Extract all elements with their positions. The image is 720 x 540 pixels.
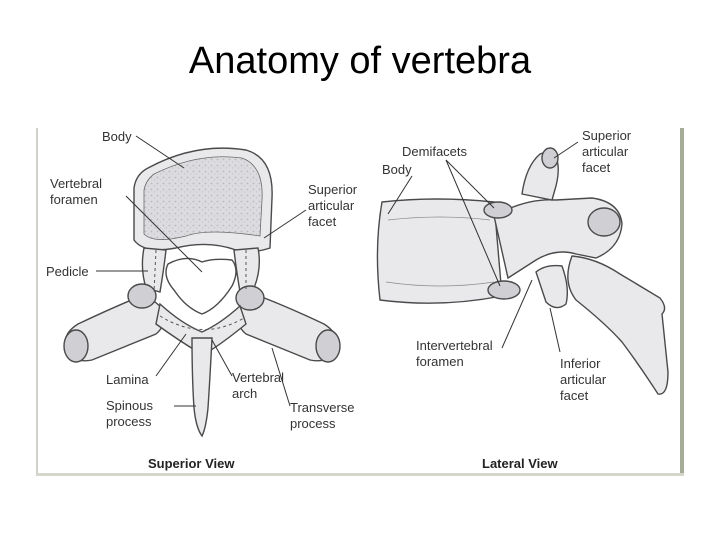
figure-edge-left: [36, 128, 38, 476]
caption-lateral-view: Lateral View: [482, 456, 559, 471]
superior-leader-lines: [96, 135, 307, 407]
label-superior-articular-facet-3: facet: [308, 214, 337, 229]
lateral-body-shape: [376, 198, 503, 304]
lateral-inferior-articular-process: [535, 264, 569, 309]
label-pedicle: Pedicle: [46, 264, 89, 279]
lower-demifacet: [487, 280, 521, 300]
label-vertebral-foramen-2: foramen: [50, 192, 98, 207]
label-inferior-articular-facet-2: articular: [560, 372, 607, 387]
label-intervertebral-foramen-1: Intervertebral: [416, 338, 493, 353]
vertebra-illustration: Body Vertebral foramen Pedicle Superior …: [46, 128, 669, 471]
superior-view-drawing: [63, 147, 341, 438]
label-demifacets: Demifacets: [402, 144, 468, 159]
spinous-process-shape: [191, 337, 213, 438]
lateral-view-drawing: [376, 147, 669, 395]
label-superior-articular-facet-1: Superior: [308, 182, 358, 197]
label-transverse-process-2: process: [290, 416, 336, 431]
lateral-leader-lines: [387, 141, 579, 353]
label-body-lateral: Body: [382, 162, 412, 177]
vertebra-figure: Body Vertebral foramen Pedicle Superior …: [36, 128, 684, 476]
label-transverse-process-1: Transverse: [290, 400, 355, 415]
slide-title: Anatomy of vertebra: [188, 40, 532, 82]
lateral-transverse-facet: [587, 207, 621, 237]
left-pedicle-shape: [141, 247, 167, 293]
label-superior-articular-facet-2: articular: [308, 198, 355, 213]
label-vertebral-arch-1: Vertebral: [232, 370, 284, 385]
label-lateral-superior-facet-2: articular: [582, 144, 629, 159]
lateral-spinous-process-shape: [567, 255, 669, 395]
left-superior-facet-shape: [127, 283, 157, 309]
label-spinous-process-1: Spinous: [106, 398, 153, 413]
caption-superior-view: Superior View: [148, 456, 235, 471]
label-lamina: Lamina: [106, 372, 149, 387]
label-spinous-process-2: process: [106, 414, 152, 429]
label-lateral-superior-facet-3: facet: [582, 160, 611, 175]
vertebral-arch-shape: [155, 302, 247, 353]
right-pedicle-shape: [233, 247, 261, 293]
label-inferior-articular-facet-1: Inferior: [560, 356, 601, 371]
right-superior-facet-shape: [235, 285, 265, 311]
label-intervertebral-foramen-2: foramen: [416, 354, 464, 369]
label-vertebral-foramen-1: Vertebral: [50, 176, 102, 191]
figure-edge-bottom: [36, 473, 684, 476]
vertebral-foramen-shape: [165, 257, 237, 315]
label-vertebral-arch-2: arch: [232, 386, 257, 401]
label-inferior-articular-facet-3: facet: [560, 388, 589, 403]
figure-edge-right: [680, 128, 684, 476]
superior-body-spongy: [143, 156, 263, 240]
label-lateral-superior-facet-1: Superior: [582, 128, 632, 143]
upper-demifacet: [483, 201, 513, 219]
label-body-superior: Body: [102, 129, 132, 144]
